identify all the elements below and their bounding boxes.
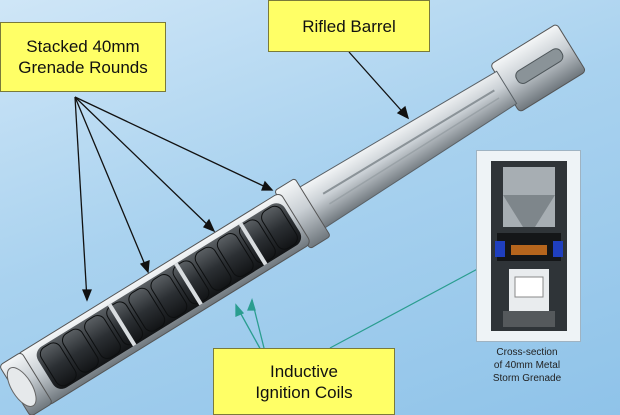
ignition-coils-line-2: Ignition Coils (255, 382, 353, 402)
grenade-cross-section (476, 150, 581, 342)
grenade-round (150, 274, 188, 319)
grenade-round (261, 205, 298, 250)
inset-leader (329, 257, 499, 349)
grenade-round (128, 287, 166, 332)
rifled-barrel-callout: Rifled Barrel (268, 0, 430, 52)
cross-section-caption: Cross-section of 40mm Metal Storm Grenad… (452, 346, 602, 385)
rifled-barrel-leader (348, 51, 410, 120)
stacked-rounds-line-1: Stacked 40mm (26, 37, 140, 56)
stacked-rounds-callout: Stacked 40mm Grenade Rounds (0, 22, 166, 92)
caption-line-2: of 40mm Metal (493, 360, 561, 371)
ignition-coils-line-1: Inductive (269, 361, 339, 381)
muzzle-slot (515, 48, 564, 84)
rifled-barrel-label: Rifled Barrel (302, 16, 396, 36)
grenade-round (84, 315, 121, 360)
coil-leaders (235, 298, 266, 353)
grenade-round (39, 342, 77, 387)
grenade-round (216, 233, 254, 278)
grenade-round (194, 246, 232, 291)
ignition-coils-callout: Inductive Ignition Coils (213, 348, 395, 415)
grenade-stack (36, 203, 302, 389)
grenade-round (238, 219, 276, 264)
grenade-round (61, 328, 99, 373)
caption-line-3: Storm Grenade (492, 373, 562, 384)
caption-line-1: Cross-section (496, 347, 558, 358)
stacked-rounds-leaders (74, 96, 274, 302)
cross-section-drawing (491, 161, 567, 331)
stacked-rounds-line-2: Grenade Rounds (18, 58, 148, 77)
